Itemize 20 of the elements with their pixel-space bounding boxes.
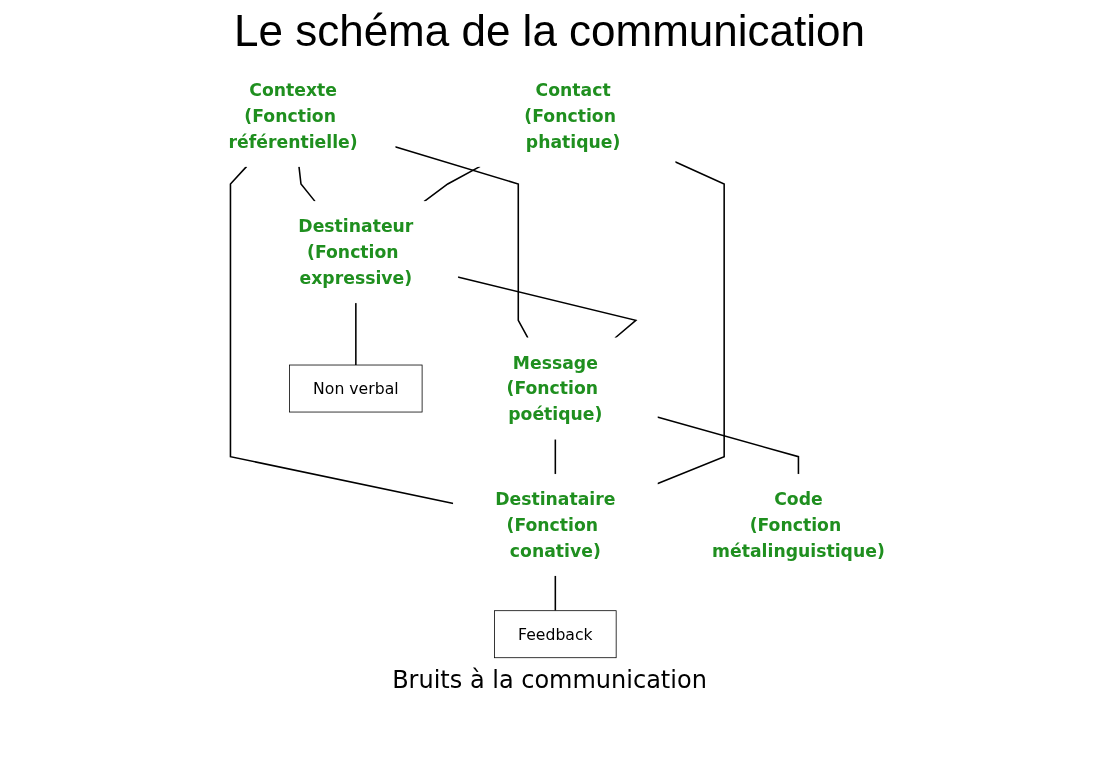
connector [656, 415, 799, 475]
node-text: Code (Fonction métalinguistique) [711, 488, 885, 561]
node-box: Feedback [493, 609, 617, 658]
connector [393, 145, 529, 339]
connector [554, 574, 556, 611]
node-text: Message (Fonction poétique) [506, 352, 603, 424]
connector [354, 301, 357, 366]
connector [554, 437, 556, 475]
node-text: Contact (Fonction phatique) [524, 79, 621, 151]
node-box: Non verbal [288, 364, 423, 412]
connector [422, 165, 481, 202]
node-text: Destinateur (Fonction expressive) [298, 216, 414, 288]
connector [297, 165, 316, 202]
connector [656, 160, 725, 485]
title: Le schéma de la communication [233, 6, 866, 56]
node-text: Contexte (Fonction référentielle) [228, 79, 358, 151]
connector [456, 275, 638, 339]
node-text: Destinataire (Fonction conative) [494, 488, 616, 561]
connector [229, 165, 454, 504]
note-text: Bruits à la communication [392, 666, 707, 694]
